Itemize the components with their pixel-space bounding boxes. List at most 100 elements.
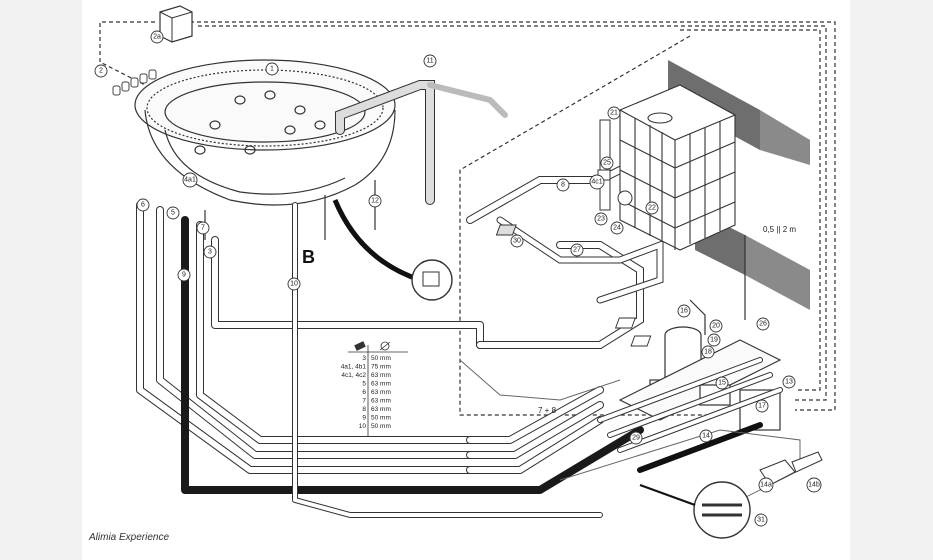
callout-text: 4c1 bbox=[591, 179, 602, 186]
callout-text: 1 bbox=[270, 66, 274, 73]
pipe-table-diameter: 63 mm bbox=[371, 406, 391, 413]
callout-22: 22 bbox=[645, 201, 659, 215]
callout-text: 14a bbox=[760, 482, 772, 489]
callout-text: 22 bbox=[648, 205, 656, 212]
callout-text: 14 bbox=[702, 433, 710, 440]
callout-2a: 2a bbox=[150, 30, 164, 44]
ground-outline bbox=[459, 359, 621, 401]
pipe-table-diameter: 75 mm bbox=[371, 364, 391, 371]
callout-text: 31 bbox=[757, 517, 765, 524]
distance-label: 0,5 || 2 m bbox=[763, 225, 796, 234]
ground-plate bbox=[630, 335, 652, 347]
pipe-table-ids: 6 bbox=[362, 389, 366, 396]
callout-25: 25 bbox=[600, 156, 614, 170]
callout-13: 13 bbox=[782, 375, 796, 389]
callout-1: 1 bbox=[265, 62, 279, 76]
callout-15: 15 bbox=[715, 376, 729, 390]
callout-text: 4a1 bbox=[184, 177, 196, 184]
ground-plate bbox=[495, 224, 517, 236]
callout-14a: 14a bbox=[758, 477, 774, 493]
callout-text: 30 bbox=[513, 238, 521, 245]
callout-text: 18 bbox=[704, 349, 712, 356]
pipe-table-diameter: 63 mm bbox=[371, 398, 391, 405]
callout-text: 25 bbox=[603, 160, 611, 167]
callout-10: 10 bbox=[287, 277, 301, 291]
callout-4c1: 4c1 bbox=[589, 174, 605, 190]
callout-text: 17 bbox=[758, 403, 766, 410]
manifold-detail-pipes bbox=[702, 503, 742, 517]
pipe-table-ids: 5 bbox=[362, 381, 366, 388]
callout-text: 19 bbox=[710, 337, 718, 344]
callout-5: 5 bbox=[166, 206, 180, 220]
callout-31: 31 bbox=[754, 513, 768, 527]
callout-24: 24 bbox=[610, 221, 624, 235]
callout-19: 19 bbox=[707, 333, 721, 347]
callout-text: 23 bbox=[597, 216, 605, 223]
callout-14: 14 bbox=[699, 429, 713, 443]
callout-text: 14b bbox=[808, 482, 820, 489]
callout-21: 21 bbox=[607, 106, 621, 120]
callout-23: 23 bbox=[594, 212, 608, 226]
callout-8: 8 bbox=[556, 178, 570, 192]
callout-text: 11 bbox=[426, 58, 433, 65]
control-box bbox=[159, 5, 193, 43]
pipe-table-ids: 4c1, 4c2 bbox=[341, 372, 366, 379]
pipe-table-diameter: 63 mm bbox=[371, 389, 391, 396]
combined-pipes-label: 7 + 8 bbox=[538, 406, 557, 415]
manifold-detail-bubble bbox=[693, 481, 751, 539]
callout-2: 2 bbox=[94, 64, 108, 78]
callout-11: 11 bbox=[423, 54, 437, 68]
pipe-table-diameter: 50 mm bbox=[371, 355, 391, 362]
callout-7: 7 bbox=[196, 221, 210, 235]
callout-14b: 14b bbox=[806, 477, 822, 493]
callout-text: 13 bbox=[785, 379, 793, 386]
callout-12: 12 bbox=[368, 194, 382, 208]
callout-text: 6 bbox=[141, 202, 145, 209]
pipe-table-diameter: 50 mm bbox=[371, 423, 391, 430]
callout-text: 2a bbox=[153, 34, 161, 41]
pipe-table-diameter: 63 mm bbox=[371, 381, 391, 388]
callout-text: 21 bbox=[610, 110, 618, 117]
callout-text: 9 bbox=[182, 272, 186, 279]
pipe-table-ids: 10 bbox=[359, 423, 367, 430]
callout-20: 20 bbox=[709, 319, 723, 333]
control-cables bbox=[99, 21, 836, 416]
callout-17: 17 bbox=[755, 399, 769, 413]
callout-9: 9 bbox=[177, 268, 191, 282]
callout-29: 29 bbox=[629, 431, 643, 445]
pipe-table-ids: 3 bbox=[362, 355, 366, 362]
pipe-table-ids: 4a1, 4b1 bbox=[341, 364, 367, 371]
callout-text: 7 bbox=[201, 225, 205, 232]
callout-text: 29 bbox=[632, 435, 640, 442]
callout-text: 5 bbox=[171, 210, 175, 217]
callout-4a1: 4a1 bbox=[182, 172, 198, 188]
callout-text: 24 bbox=[613, 225, 621, 232]
callout-6: 6 bbox=[136, 198, 150, 212]
callout-text: 3 bbox=[208, 249, 212, 256]
pipe-table-ids: 9 bbox=[362, 415, 366, 422]
callout-3: 3 bbox=[203, 245, 217, 259]
pipe-bundle bbox=[136, 201, 644, 518]
caption: Alimia Experience bbox=[89, 532, 170, 543]
detail-leader bbox=[639, 484, 696, 506]
pipe-table-ids: 8 bbox=[362, 406, 366, 413]
callout-text: 8 bbox=[561, 182, 565, 189]
callout-text: 20 bbox=[712, 323, 720, 330]
pipe-table-diameter: 63 mm bbox=[371, 372, 391, 379]
callout-18: 18 bbox=[701, 345, 715, 359]
callout-text: 26 bbox=[759, 321, 767, 328]
detail-box bbox=[422, 271, 440, 287]
section-marker: B bbox=[302, 247, 315, 267]
upper-pipes bbox=[335, 80, 664, 349]
callout-30: 30 bbox=[510, 234, 524, 248]
callout-text: 10 bbox=[290, 281, 298, 288]
callout-text: 27 bbox=[573, 247, 581, 254]
manifold-pipes bbox=[597, 357, 783, 473]
callout-text: 12 bbox=[371, 198, 379, 205]
callout-26: 26 bbox=[756, 317, 770, 331]
ibc-tank bbox=[619, 84, 736, 251]
callout-text: 16 bbox=[680, 308, 688, 315]
